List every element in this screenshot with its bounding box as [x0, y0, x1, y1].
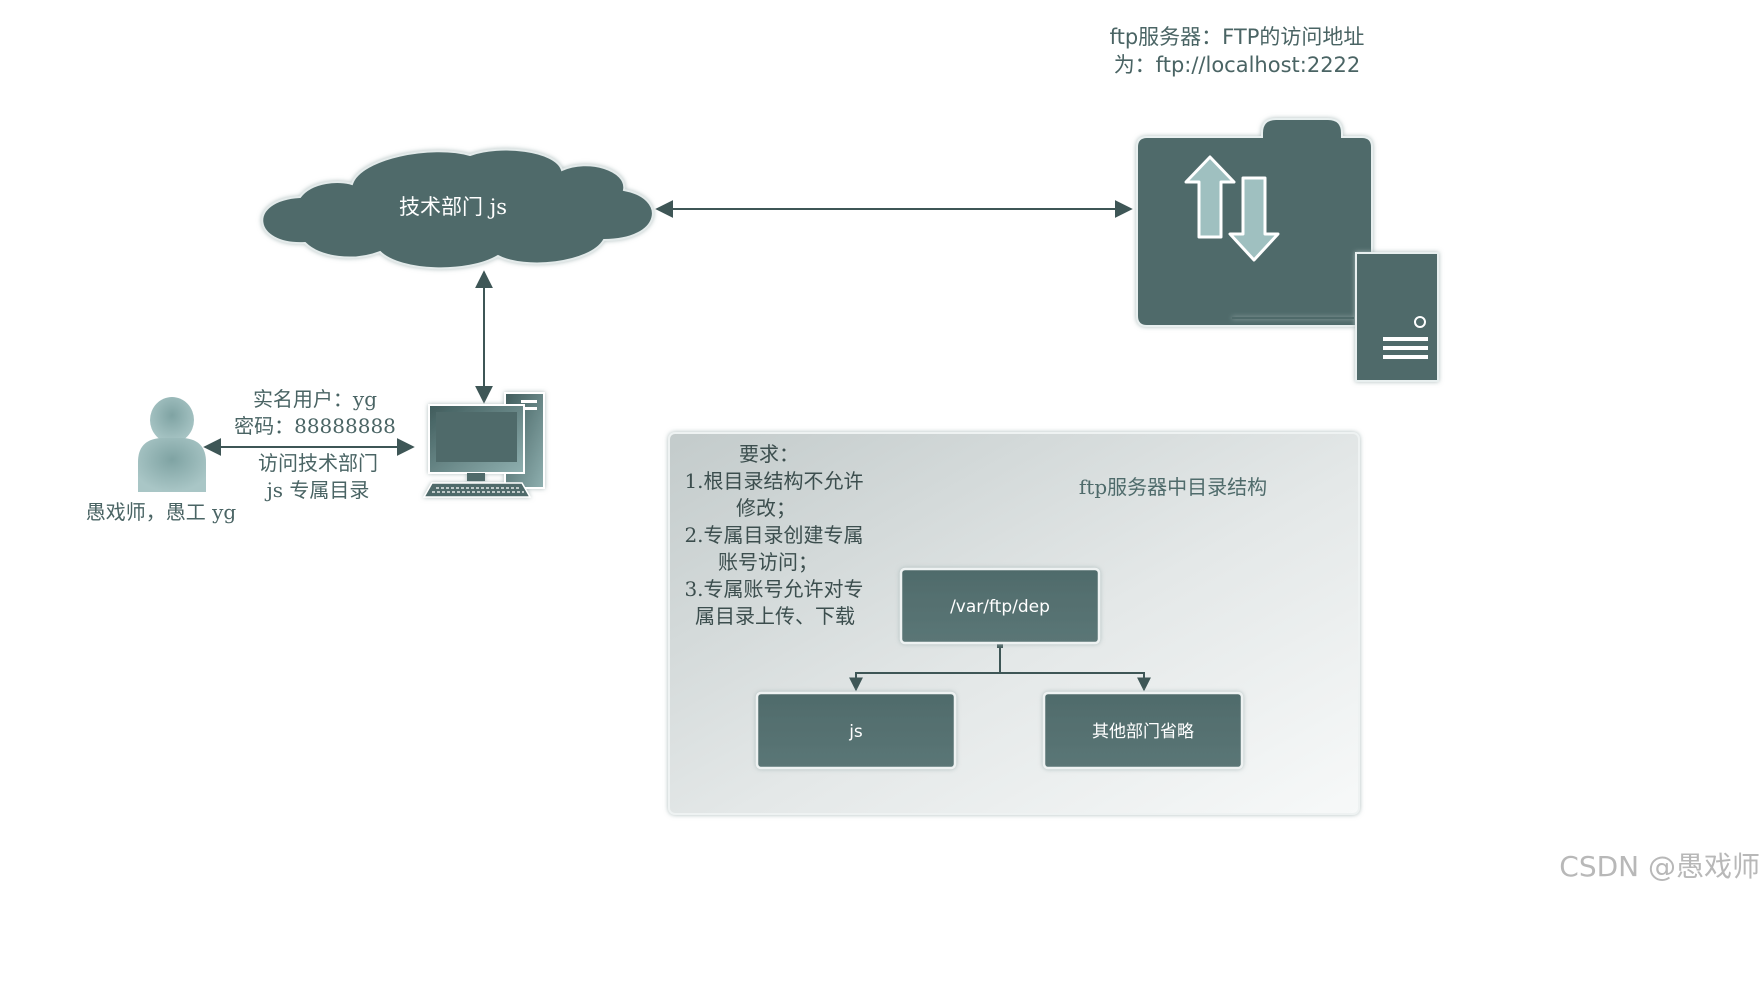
child-directory-label: 其他部门省略 — [1092, 722, 1194, 742]
requirement-line: 账号访问； — [718, 550, 818, 574]
requirement-line: 2.专属目录创建专属 — [684, 523, 863, 547]
requirement-line: 修改； — [736, 496, 796, 520]
password-label: 密码：88888888 — [234, 414, 396, 438]
panel-title: ftp服务器中目录结构 — [1079, 475, 1267, 499]
server-tower-icon — [1232, 252, 1439, 382]
tree-connectors — [849, 642, 1151, 692]
watermark: CSDN @愚戏师 — [1559, 850, 1760, 883]
access-label-line1: 访问技术部门 — [258, 451, 378, 475]
computer-icon — [422, 392, 545, 498]
child-directory-label: js — [848, 722, 863, 742]
ftp-folder-icon — [1136, 118, 1373, 327]
child-directory-box-other — [1042, 691, 1244, 770]
child-directory-box-js — [755, 691, 957, 770]
requirement-line: 要求： — [739, 442, 799, 466]
user-name: 愚戏师，愚工 yg — [86, 500, 237, 524]
server-caption-line2: 为：ftp://localhost:2222 — [1114, 53, 1361, 77]
cloud-shape — [261, 148, 654, 270]
cloud-label: 技术部门 js — [399, 195, 507, 219]
user-avatar-icon — [138, 397, 206, 492]
requirement-line: 属目录上传、下载 — [695, 604, 855, 628]
requirement-line: 3.专属账号允许对专 — [684, 577, 863, 601]
server-caption-line1: ftp服务器：FTP的访问地址 — [1110, 25, 1365, 49]
root-directory-label: /var/ftp/dep — [950, 597, 1050, 617]
account-label: 实名用户：yg — [253, 387, 377, 411]
root-directory-box — [899, 567, 1101, 645]
requirements-text: 要求： 1.根目录结构不允许 修改； 2.专属目录创建专属 账号访问； 3.专属… — [684, 442, 863, 628]
requirement-line: 1.根目录结构不允许 — [684, 469, 863, 493]
access-label-line2: js 专属目录 — [265, 478, 370, 502]
